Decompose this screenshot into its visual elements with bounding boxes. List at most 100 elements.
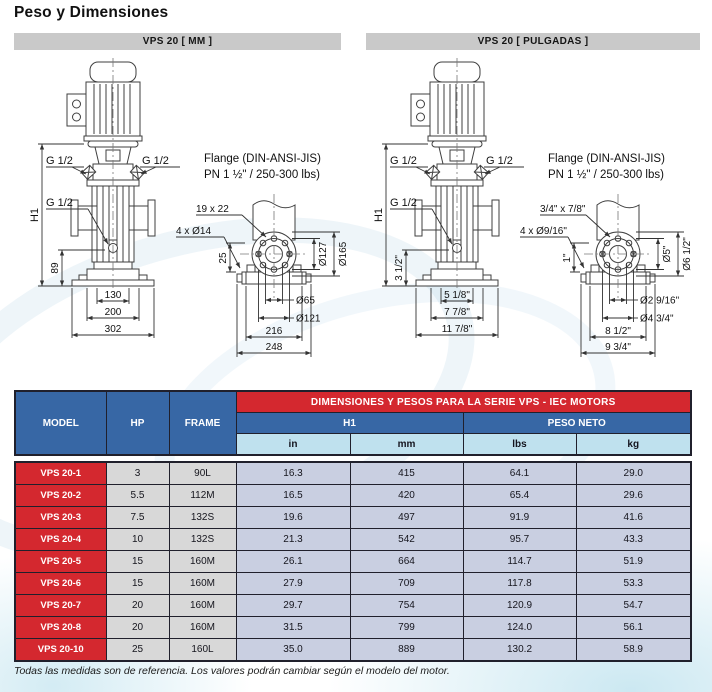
flange-note-line2: PN 1 ½" / 250-300 lbs)	[204, 169, 320, 181]
model-cell: VPS 20-5	[14, 550, 107, 573]
peso-kg-cell: 29.0	[575, 461, 692, 485]
model-cell: VPS 20-1	[14, 461, 107, 485]
model-cell: VPS 20-3	[14, 506, 107, 529]
hp-cell: 5.5	[105, 484, 170, 507]
label-port-top-left: G 1/2	[390, 155, 417, 167]
label-plate-hole-span: 8 1/2"	[605, 326, 631, 337]
h1-in-cell: 35.0	[235, 638, 351, 662]
group-header-h1: H1	[235, 412, 464, 434]
hp-cell: 20	[105, 616, 170, 639]
peso-lbs-cell: 120.9	[462, 594, 577, 617]
peso-kg-cell: 53.3	[575, 572, 692, 595]
pump-diagram-pulgadas: H1 3 1/2" G 1/2 G 1/2 G 1/2 5 1/8" 7 7/8…	[373, 58, 693, 357]
label-base-height: 3 1/2"	[394, 255, 405, 281]
label-flange-od: Ø165	[338, 241, 349, 266]
h1-in-cell: 21.3	[235, 528, 351, 551]
unit-header-in: in	[235, 433, 351, 456]
dimensions-table-body: VPS 20-1 3 90L 16.3 415 64.1 29.0 VPS 20…	[14, 461, 692, 662]
h1-mm-cell: 542	[349, 528, 464, 551]
flange-note-line2: PN 1 ½" / 250-300 lbs)	[548, 169, 664, 181]
label-flange-od: Ø6 1/2"	[682, 237, 693, 271]
hp-cell: 10	[105, 528, 170, 551]
peso-lbs-cell: 95.7	[462, 528, 577, 551]
label-pitch-circle: Ø4 3/4"	[640, 314, 674, 325]
hp-cell: 7.5	[105, 506, 170, 529]
reference-footnote: Todas las medidas son de referencia. Los…	[14, 665, 450, 677]
table-row: VPS 20-6 15 160M 27.9 709 117.8 53.3	[14, 572, 692, 595]
label-width-outer: 11 7/8"	[442, 324, 473, 335]
h1-mm-cell: 889	[349, 638, 464, 662]
pump-side-view	[410, 58, 500, 290]
h1-in-cell: 27.9	[235, 572, 351, 595]
frame-cell: 160M	[168, 550, 237, 573]
label-base-height: 89	[50, 262, 61, 274]
peso-lbs-cell: 65.4	[462, 484, 577, 507]
flange-note-line1: Flange (DIN-ANSI-JIS)	[548, 153, 665, 165]
label-width-outer: 302	[105, 324, 122, 335]
group-header-peso-neto: PESO NETO	[462, 412, 692, 434]
label-h1: H1	[29, 208, 41, 222]
label-port-mid: G 1/2	[46, 197, 73, 209]
label-slot: 19 x 22	[196, 204, 229, 215]
label-width-inner: 130	[105, 290, 122, 301]
label-bolt-circle: Ø5"	[662, 245, 673, 262]
h1-mm-cell: 497	[349, 506, 464, 529]
label-port-bore: Ø2 9/16"	[640, 296, 680, 307]
dimensions-table-header: MODEL HP FRAME DIMENSIONES Y PESOS PARA …	[14, 390, 692, 456]
col-header-model: MODEL	[14, 390, 107, 456]
hp-cell: 15	[105, 550, 170, 573]
label-port-top-left: G 1/2	[46, 155, 73, 167]
label-plate-width: 248	[266, 342, 283, 353]
model-cell: VPS 20-2	[14, 484, 107, 507]
label-plate-height: 1"	[562, 253, 573, 263]
dimension-lines	[382, 143, 684, 357]
frame-cell: 160M	[168, 616, 237, 639]
table-row: VPS 20-7 20 160M 29.7 754 120.9 54.7	[14, 594, 692, 617]
table-row: VPS 20-5 15 160M 26.1 664 114.7 51.9	[14, 550, 692, 573]
col-header-hp: HP	[105, 390, 170, 456]
peso-kg-cell: 56.1	[575, 616, 692, 639]
dimensions-table: MODEL HP FRAME DIMENSIONES Y PESOS PARA …	[14, 390, 692, 662]
h1-in-cell: 31.5	[235, 616, 351, 639]
table-row: VPS 20-10 25 160L 35.0 889 130.2 58.9	[14, 638, 692, 662]
flange-detail-view	[236, 194, 312, 298]
peso-lbs-cell: 124.0	[462, 616, 577, 639]
label-slot: 3/4" x 7/8"	[540, 204, 586, 215]
col-header-frame: FRAME	[168, 390, 237, 456]
frame-cell: 132S	[168, 528, 237, 551]
table-row: VPS 20-8 20 160M 31.5 799 124.0 56.1	[14, 616, 692, 639]
model-cell: VPS 20-7	[14, 594, 107, 617]
model-cell: VPS 20-4	[14, 528, 107, 551]
label-holes: 4 x Ø9/16"	[520, 226, 567, 237]
peso-kg-cell: 58.9	[575, 638, 692, 662]
frame-cell: 160L	[168, 638, 237, 662]
h1-mm-cell: 709	[349, 572, 464, 595]
label-port-top-right: G 1/2	[486, 155, 513, 167]
unit-header-lbs: lbs	[462, 433, 577, 456]
peso-kg-cell: 43.3	[575, 528, 692, 551]
label-plate-width: 9 3/4"	[605, 342, 631, 353]
frame-cell: 132S	[168, 506, 237, 529]
table-row: VPS 20-3 7.5 132S 19.6 497 91.9 41.6	[14, 506, 692, 529]
pump-side-view	[66, 58, 156, 290]
model-cell: VPS 20-6	[14, 572, 107, 595]
unit-header-kg: kg	[575, 433, 692, 456]
peso-lbs-cell: 64.1	[462, 461, 577, 485]
label-port-mid: G 1/2	[390, 197, 417, 209]
hp-cell: 20	[105, 594, 170, 617]
h1-mm-cell: 664	[349, 550, 464, 573]
peso-lbs-cell: 117.8	[462, 572, 577, 595]
h1-mm-cell: 754	[349, 594, 464, 617]
flange-detail-view	[580, 194, 656, 298]
hp-cell: 15	[105, 572, 170, 595]
h1-mm-cell: 420	[349, 484, 464, 507]
h1-mm-cell: 799	[349, 616, 464, 639]
label-plate-hole-span: 216	[266, 326, 283, 337]
h1-mm-cell: 415	[349, 461, 464, 485]
h1-in-cell: 19.6	[235, 506, 351, 529]
pump-diagram-mm: H1 89 G 1/2 G 1/2 G 1/2 130 200 302 Flan…	[29, 58, 349, 357]
peso-kg-cell: 51.9	[575, 550, 692, 573]
frame-cell: 112M	[168, 484, 237, 507]
section-header-mm: VPS 20 [ MM ]	[14, 33, 341, 50]
h1-in-cell: 26.1	[235, 550, 351, 573]
